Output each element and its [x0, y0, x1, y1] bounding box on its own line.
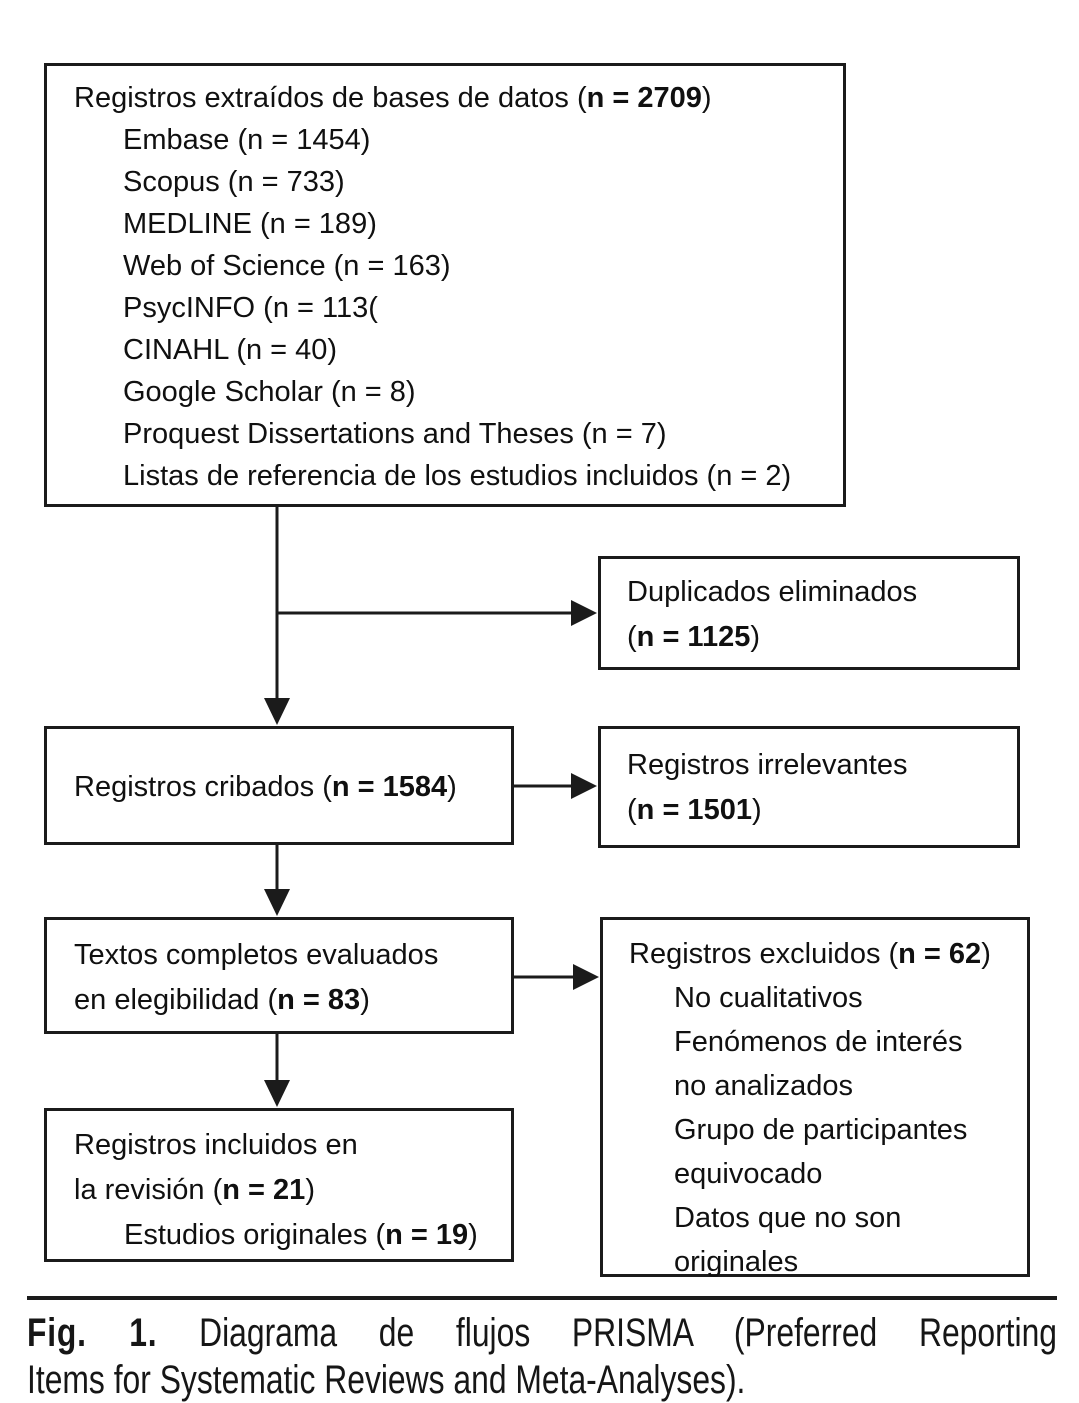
identification-title-pre: Registros extraídos de bases de datos (	[74, 82, 587, 114]
irrelevant-line2-pre: (	[627, 794, 637, 826]
figure-caption: Fig. 1. Diagrama de flujos PRISMA (Prefe…	[27, 1310, 1057, 1403]
identification-source-item: MEDLINE (n = 189)	[123, 208, 377, 240]
flow-box-records-screened: Registros cribados (n = 1584)	[44, 726, 514, 845]
identification-source-item: Google Scholar (n = 8)	[123, 376, 416, 408]
included-line2-pre: la revisión (	[74, 1174, 223, 1206]
identification-source-list: Embase (n = 1454) Scopus (n = 733) MEDLINE…	[74, 119, 825, 497]
excluded-reason-item: Grupo de participantes equivocado	[674, 1114, 968, 1190]
included-line2-post: )	[305, 1174, 315, 1206]
eligibility-line1: Textos completos evaluados	[74, 939, 439, 971]
eligibility-line2: en elegibilidad (n = 83)	[74, 978, 493, 1023]
identification-count: n = 2709	[586, 82, 702, 114]
duplicates-line2-post: )	[750, 621, 761, 653]
arrowhead-right-duplicates	[571, 600, 597, 626]
excluded-reason-item: No cualitativos	[674, 982, 863, 1014]
arrowhead-down-eligibility	[264, 889, 290, 916]
duplicates-count: n = 1125	[636, 621, 751, 653]
screening-count: n = 1584	[331, 771, 448, 803]
flow-box-irrelevant-records: Registros irrelevantes (n = 1501)	[598, 726, 1020, 848]
caption-line1: Fig. 1. Diagrama de flujos PRISMA (Prefe…	[27, 1310, 1057, 1357]
arrowhead-down-screening	[264, 698, 290, 725]
irrelevant-line2-post: )	[751, 794, 762, 826]
caption-divider-rule	[27, 1296, 1057, 1300]
identification-source-item: Web of Science (n = 163)	[123, 250, 451, 282]
included-count: n = 21	[222, 1174, 306, 1206]
caption-line2: Items for Systematic Reviews and Meta-An…	[27, 1358, 746, 1402]
identification-source-item: Scopus (n = 733)	[123, 166, 345, 198]
identification-title-post: )	[701, 82, 712, 114]
excluded-title-post: )	[981, 938, 991, 970]
eligibility-line2-post: )	[360, 984, 370, 1016]
eligibility-count: n = 83	[277, 984, 361, 1016]
excluded-count: n = 62	[898, 938, 982, 970]
included-original-studies: Estudios originales (n = 19)	[74, 1213, 493, 1258]
flow-box-records-included: Registros incluidos en la revisión (n = …	[44, 1108, 514, 1262]
arrowhead-down-included	[264, 1080, 290, 1107]
irrelevant-count: n = 1501	[636, 794, 752, 826]
included-original-count: n = 19	[385, 1219, 469, 1251]
flow-box-duplicates-removed: Duplicados eliminados (n = 1125)	[598, 556, 1020, 670]
identification-source-item: Embase (n = 1454)	[123, 124, 371, 156]
arrowhead-right-irrelevant	[571, 773, 597, 799]
irrelevant-line2: (n = 1501)	[627, 788, 999, 833]
eligibility-line2-pre: en elegibilidad (	[74, 984, 278, 1016]
identification-source-item: Proquest Dissertations and Theses (n = 7…	[123, 418, 667, 450]
identification-source-item: PsycINFO (n = 113(	[123, 292, 378, 324]
flow-box-records-excluded: Registros excluidos (n = 62) No cualitat…	[600, 917, 1030, 1278]
excluded-title-pre: Registros excluidos (	[629, 938, 899, 970]
included-line1: Registros incluidos en	[74, 1129, 358, 1161]
identification-source-item: Listas de referencia de los estudios inc…	[123, 460, 792, 492]
irrelevant-line1: Registros irrelevantes	[627, 749, 908, 781]
duplicates-line1: Duplicados eliminados	[627, 576, 918, 608]
excluded-title: Registros excluidos (n = 62)	[629, 932, 1013, 976]
duplicates-line2-pre: (	[627, 621, 637, 653]
identification-title: Registros extraídos de bases de datos (n…	[74, 77, 825, 119]
excluded-reason-item: Fenómenos de interés no analizados	[674, 1026, 963, 1102]
excluded-reason-item: Datos que no son originales	[674, 1202, 902, 1278]
flow-box-fulltext-eligibility: Textos completos evaluados en elegibilid…	[44, 917, 514, 1034]
screening-title: Registros cribados (n = 1584)	[74, 765, 493, 810]
screening-post: )	[447, 771, 457, 803]
included-sub-pre: Estudios originales (	[124, 1219, 386, 1251]
screening-pre: Registros cribados (	[74, 771, 332, 803]
identification-source-item: CINAHL (n = 40)	[123, 334, 338, 366]
arrowhead-right-excluded	[573, 964, 599, 990]
caption-line1-text: Diagrama de flujos PRISMA (Preferred Rep…	[157, 1311, 1058, 1355]
caption-figure-label: Fig. 1.	[27, 1311, 158, 1355]
flow-box-identification: Registros extraídos de bases de datos (n…	[44, 63, 846, 507]
included-line2: la revisión (n = 21)	[74, 1168, 493, 1213]
duplicates-line2: (n = 1125)	[627, 615, 999, 660]
included-sub-post: )	[468, 1219, 478, 1251]
